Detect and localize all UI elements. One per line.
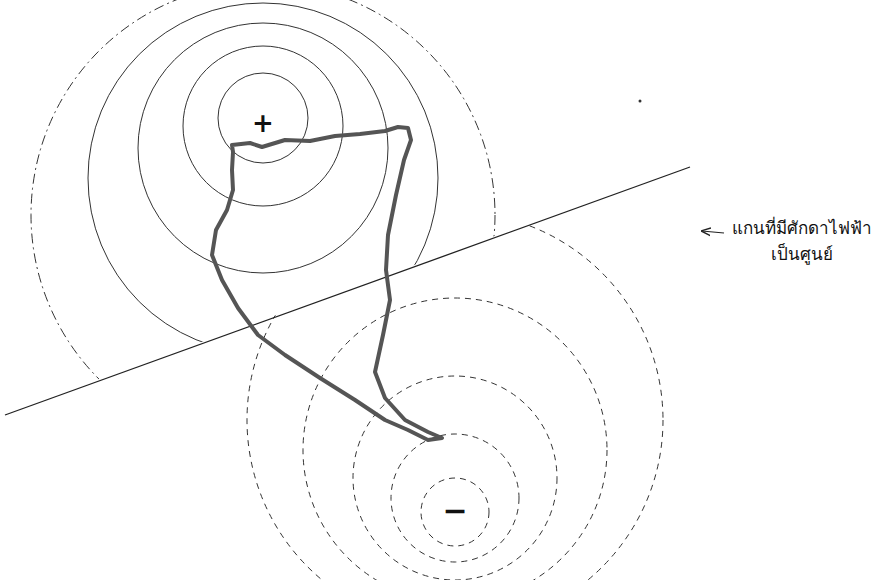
negative-equipotentials: [247, 212, 663, 580]
charge-sign: +: [248, 104, 278, 143]
leader-arrow: [702, 231, 724, 233]
heart-outline: [212, 127, 442, 440]
speck: [639, 100, 642, 103]
zero-potential-axis: [5, 167, 690, 415]
axis-label: แกนที่มีศักดาไฟฟ้า เป็นศูนย์: [722, 216, 882, 267]
charge-sign: −: [438, 488, 472, 533]
